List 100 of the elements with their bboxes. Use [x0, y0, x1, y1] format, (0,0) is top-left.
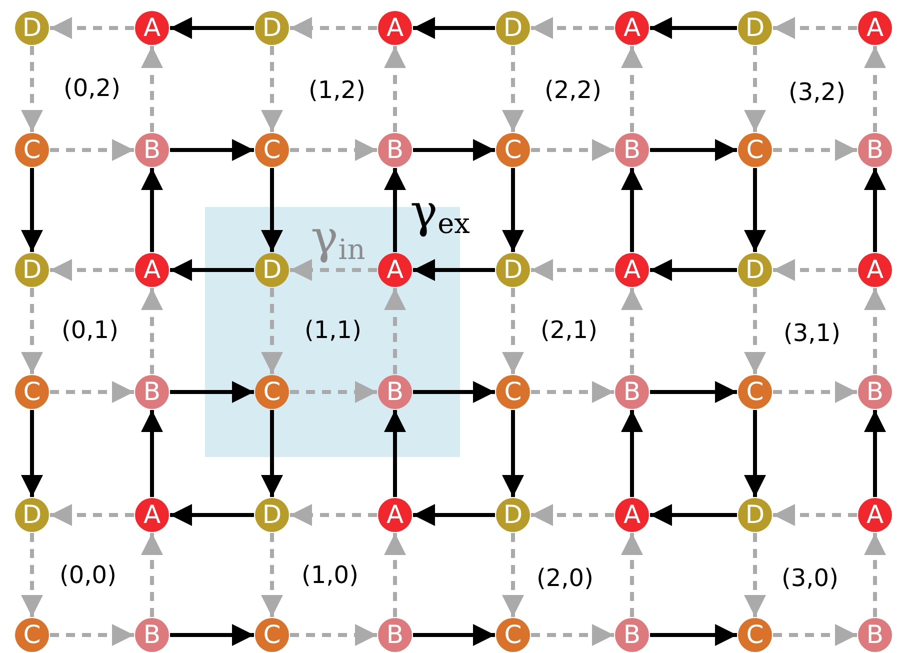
arrow [621, 410, 643, 497]
arrow [290, 259, 377, 281]
arrow [773, 139, 857, 161]
vertex-circle: A [135, 253, 169, 287]
vertex-circle: C [496, 618, 530, 652]
arrow [531, 139, 614, 161]
arrow [531, 504, 614, 526]
arrow [502, 288, 524, 374]
arrow [502, 46, 524, 132]
vertex-circle: A [858, 253, 892, 287]
arrow [502, 410, 524, 497]
vertex-circle: D [738, 253, 772, 287]
arrow [21, 288, 43, 374]
arrow [50, 259, 134, 281]
vertex-circle: C [255, 618, 289, 652]
arrow [773, 381, 857, 403]
vertex-circle: B [858, 618, 892, 652]
loop-label: γ$_{in}$ [310, 210, 366, 266]
cell-coordinate-label: (1,1) [304, 316, 362, 344]
arrow [170, 504, 254, 526]
arrow [170, 381, 254, 403]
arrow [21, 410, 43, 497]
vertex-circle: A [615, 498, 649, 532]
vertex-circle: C [15, 618, 49, 652]
arrow [290, 139, 377, 161]
vertex-circle: A [615, 11, 649, 45]
vertex-circle: B [858, 133, 892, 167]
arrow [531, 17, 614, 39]
vertex-circle: D [255, 498, 289, 532]
arrow [170, 17, 254, 39]
arrow [50, 504, 134, 526]
arrow [290, 624, 377, 646]
arrow [864, 288, 886, 374]
arrow [650, 624, 737, 646]
arrow [773, 17, 857, 39]
cell-coordinate-label: (3,2) [788, 78, 846, 106]
arrow [744, 168, 766, 252]
vertex-circle: B [615, 618, 649, 652]
arrow [384, 533, 406, 617]
vertex-circle: A [378, 498, 412, 532]
cell-coordinate-label: (2,2) [544, 76, 602, 104]
vertex-circle: D [15, 11, 49, 45]
vertex-circle: C [738, 133, 772, 167]
arrow [170, 259, 254, 281]
vertex-circle: C [15, 375, 49, 409]
arrow [773, 259, 857, 281]
arrow [650, 139, 737, 161]
arrow [21, 46, 43, 132]
arrow [261, 46, 283, 132]
vertex-circle: B [135, 133, 169, 167]
arrow [650, 17, 737, 39]
arrow [384, 288, 406, 374]
arrow [21, 533, 43, 617]
arrow [50, 17, 134, 39]
cell-coordinate-label: (0,0) [60, 561, 116, 589]
vertex-circle: D [15, 498, 49, 532]
arrow [141, 288, 163, 374]
vertex-circle: C [15, 133, 49, 167]
vertex-circle: C [255, 133, 289, 167]
cell-coordinate-label: (2,1) [540, 316, 598, 344]
cell-coordinate-label: (1,2) [308, 76, 366, 104]
arrow [21, 168, 43, 252]
arrow [531, 259, 614, 281]
arrow [531, 381, 614, 403]
vertex-circle: A [378, 11, 412, 45]
arrow [744, 533, 766, 617]
arrow [170, 624, 254, 646]
arrow [773, 624, 857, 646]
arrow [650, 381, 737, 403]
arrow [531, 624, 614, 646]
cell-coordinate-label: (1,0) [302, 561, 358, 589]
arrow [413, 139, 495, 161]
arrow [773, 504, 857, 526]
arrow [413, 381, 495, 403]
arrow [650, 259, 737, 281]
vertex-circle: C [738, 618, 772, 652]
vertex-circle: B [378, 133, 412, 167]
vertex-circle: D [255, 11, 289, 45]
arrow [650, 504, 737, 526]
cell-coordinate-label: (3,1) [784, 319, 840, 347]
vertex-circle: B [858, 375, 892, 409]
arrow [621, 168, 643, 252]
vertex-circle: B [135, 375, 169, 409]
arrow [170, 139, 254, 161]
cell-coordinate-label: (3,0) [782, 564, 838, 592]
vertex-circle: D [15, 253, 49, 287]
arrow [864, 533, 886, 617]
arrow [261, 410, 283, 497]
vertex-circle: A [135, 11, 169, 45]
arrow [384, 410, 406, 497]
vertex-circle: C [496, 375, 530, 409]
vertex-circle: C [738, 375, 772, 409]
loop-label: γ$_{ex}$ [410, 184, 470, 240]
vertex-circle: D [496, 11, 530, 45]
vertex-circle: A [858, 498, 892, 532]
arrow [413, 259, 495, 281]
arrow [384, 168, 406, 252]
cell-coordinate-label: (0,1) [62, 316, 118, 344]
vertex-circle: A [615, 253, 649, 287]
arrow [50, 624, 134, 646]
